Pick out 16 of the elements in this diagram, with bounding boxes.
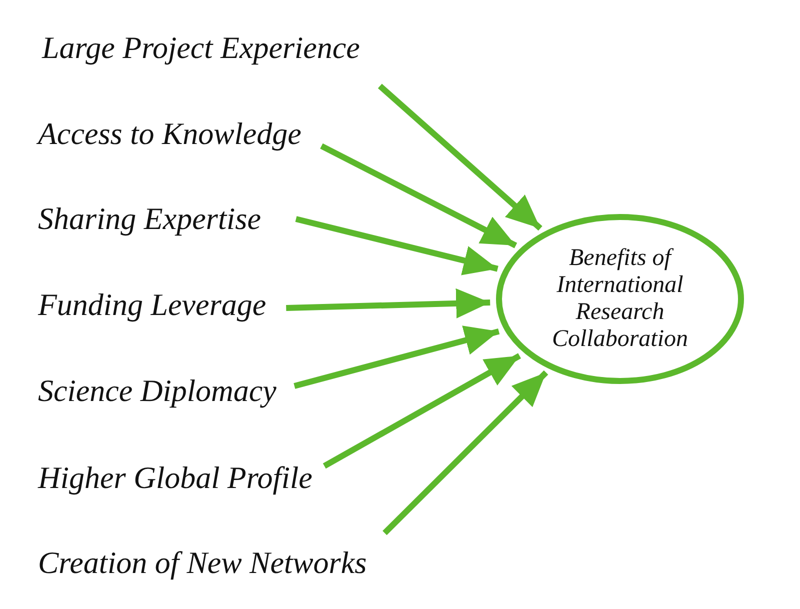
- arrow: [322, 353, 521, 469]
- benefit-label: Science Diplomacy: [38, 373, 276, 409]
- arrow: [294, 326, 500, 389]
- central-ellipse: [495, 213, 745, 385]
- central-title: Benefits of International Research Collaboration: [550, 245, 690, 353]
- arrow: [382, 370, 548, 536]
- benefit-label: Access to Knowledge: [38, 116, 302, 152]
- benefit-label: Higher Global Profile: [38, 460, 312, 496]
- arrow: [320, 143, 518, 248]
- benefit-label: Large Project Experience: [42, 30, 360, 66]
- benefit-label: Funding Leverage: [38, 287, 266, 323]
- arrow: [295, 216, 498, 276]
- benefit-label: Creation of New Networks: [38, 545, 367, 581]
- benefit-label: Sharing Expertise: [38, 201, 261, 237]
- arrow: [378, 84, 542, 231]
- arrow: [286, 288, 490, 318]
